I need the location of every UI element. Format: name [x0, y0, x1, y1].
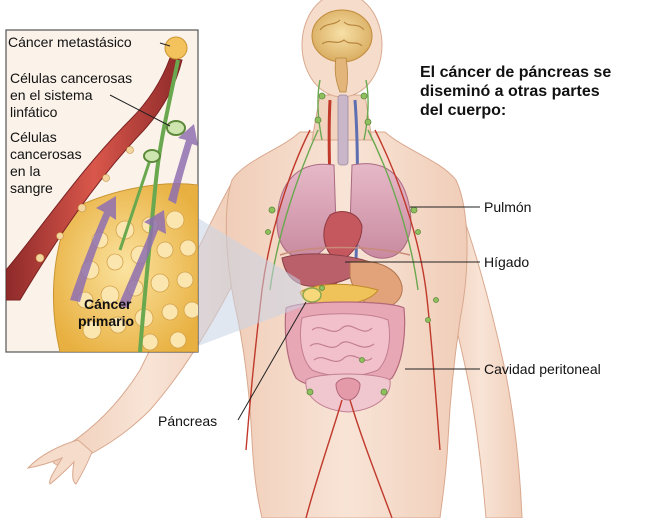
label-primary-line-2: primario — [78, 313, 134, 330]
label-lymph-line-1: Células cancerosas — [10, 70, 132, 87]
label-pancreas: Páncreas — [158, 413, 217, 430]
label-metastatic-cancer: Cáncer metastásico — [8, 34, 132, 51]
trachea — [338, 95, 348, 165]
label-primary-line-1: Cáncer — [84, 296, 131, 313]
label-liver: Hígado — [484, 254, 529, 271]
brain — [312, 10, 372, 62]
lymph-node-inset-1 — [167, 121, 185, 135]
diagram-title: El cáncer de páncreas se diseminó a otra… — [420, 63, 653, 120]
label-lymph-line-3: linfático — [10, 104, 57, 121]
label-blood-line-3: en la — [10, 163, 40, 180]
title-line-1: El cáncer de páncreas se — [420, 63, 653, 82]
lymph-node-inset-2 — [144, 150, 160, 162]
label-blood-line-1: Células — [10, 129, 57, 146]
title-line-3: del cuerpo: — [420, 101, 653, 120]
left-hand — [28, 440, 92, 484]
title-line-2: diseminó a otras partes — [420, 82, 653, 101]
small-intestine — [300, 314, 389, 376]
label-blood-line-2: cancerosas — [10, 146, 82, 163]
label-blood-line-4: sangre — [10, 180, 53, 197]
label-lymph-line-2: en el sistema — [10, 87, 92, 104]
metastatic-cluster — [165, 37, 187, 59]
label-peritoneal-cavity: Cavidad peritoneal — [484, 361, 601, 378]
label-lung: Pulmón — [484, 199, 531, 216]
pancreas-tumor — [303, 288, 321, 302]
